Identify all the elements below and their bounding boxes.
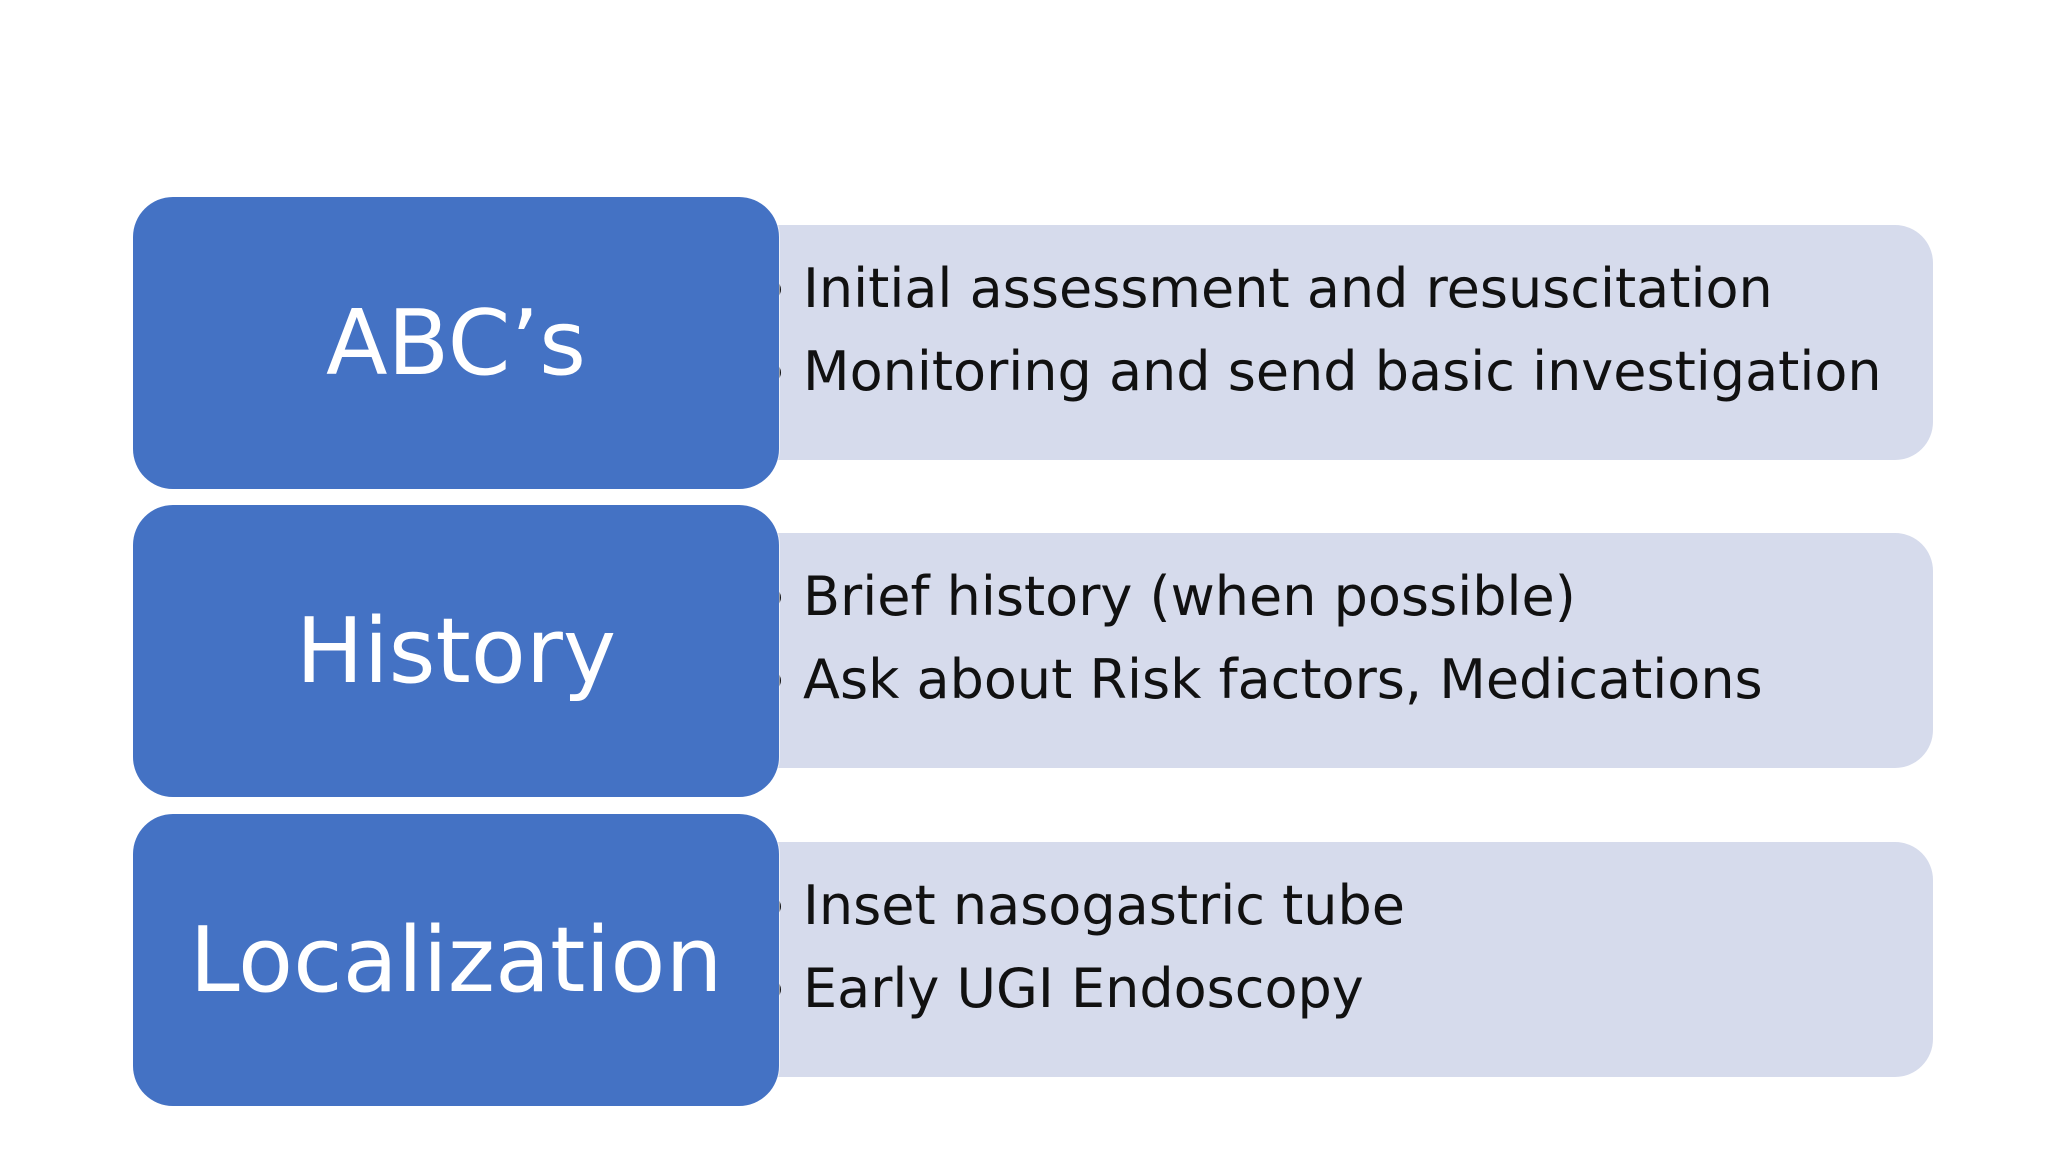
bullet-text: Initial assessment and resuscitation: [803, 257, 1773, 320]
category-box-history: History: [133, 505, 779, 797]
category-label: Localization: [189, 907, 723, 1013]
category-label: History: [295, 598, 617, 704]
detail-box-localization: Inset nasogastric tube Early UGI Endosco…: [740, 842, 1933, 1077]
bullet-text: Monitoring and send basic investigation: [803, 340, 1882, 403]
bullet-item: Inset nasogastric tube: [762, 864, 1893, 947]
bullet-list: Inset nasogastric tube Early UGI Endosco…: [762, 864, 1893, 1030]
bullet-item: Brief history (when possible): [762, 555, 1893, 638]
bullet-text: Ask about Risk factors, Medications: [803, 648, 1763, 711]
category-box-abcs: ABC’s: [133, 197, 779, 489]
row-history: Brief history (when possible) Ask about …: [0, 505, 2048, 797]
bullet-list: Brief history (when possible) Ask about …: [762, 555, 1893, 721]
bullet-item: Early UGI Endoscopy: [762, 947, 1893, 1030]
detail-box-abcs: Initial assessment and resuscitation Mon…: [740, 225, 1933, 460]
detail-box-history: Brief history (when possible) Ask about …: [740, 533, 1933, 768]
bullet-item: Initial assessment and resuscitation: [762, 247, 1893, 330]
bullet-text: Inset nasogastric tube: [803, 874, 1405, 937]
row-abcs: Initial assessment and resuscitation Mon…: [0, 197, 2048, 489]
bullet-text: Brief history (when possible): [803, 565, 1576, 628]
category-label: ABC’s: [325, 290, 587, 396]
bullet-text: Early UGI Endoscopy: [803, 957, 1364, 1020]
row-localization: Inset nasogastric tube Early UGI Endosco…: [0, 814, 2048, 1106]
category-box-localization: Localization: [133, 814, 779, 1106]
bullet-list: Initial assessment and resuscitation Mon…: [762, 247, 1893, 413]
bullet-item: Monitoring and send basic investigation: [762, 330, 1893, 413]
bullet-item: Ask about Risk factors, Medications: [762, 638, 1893, 721]
